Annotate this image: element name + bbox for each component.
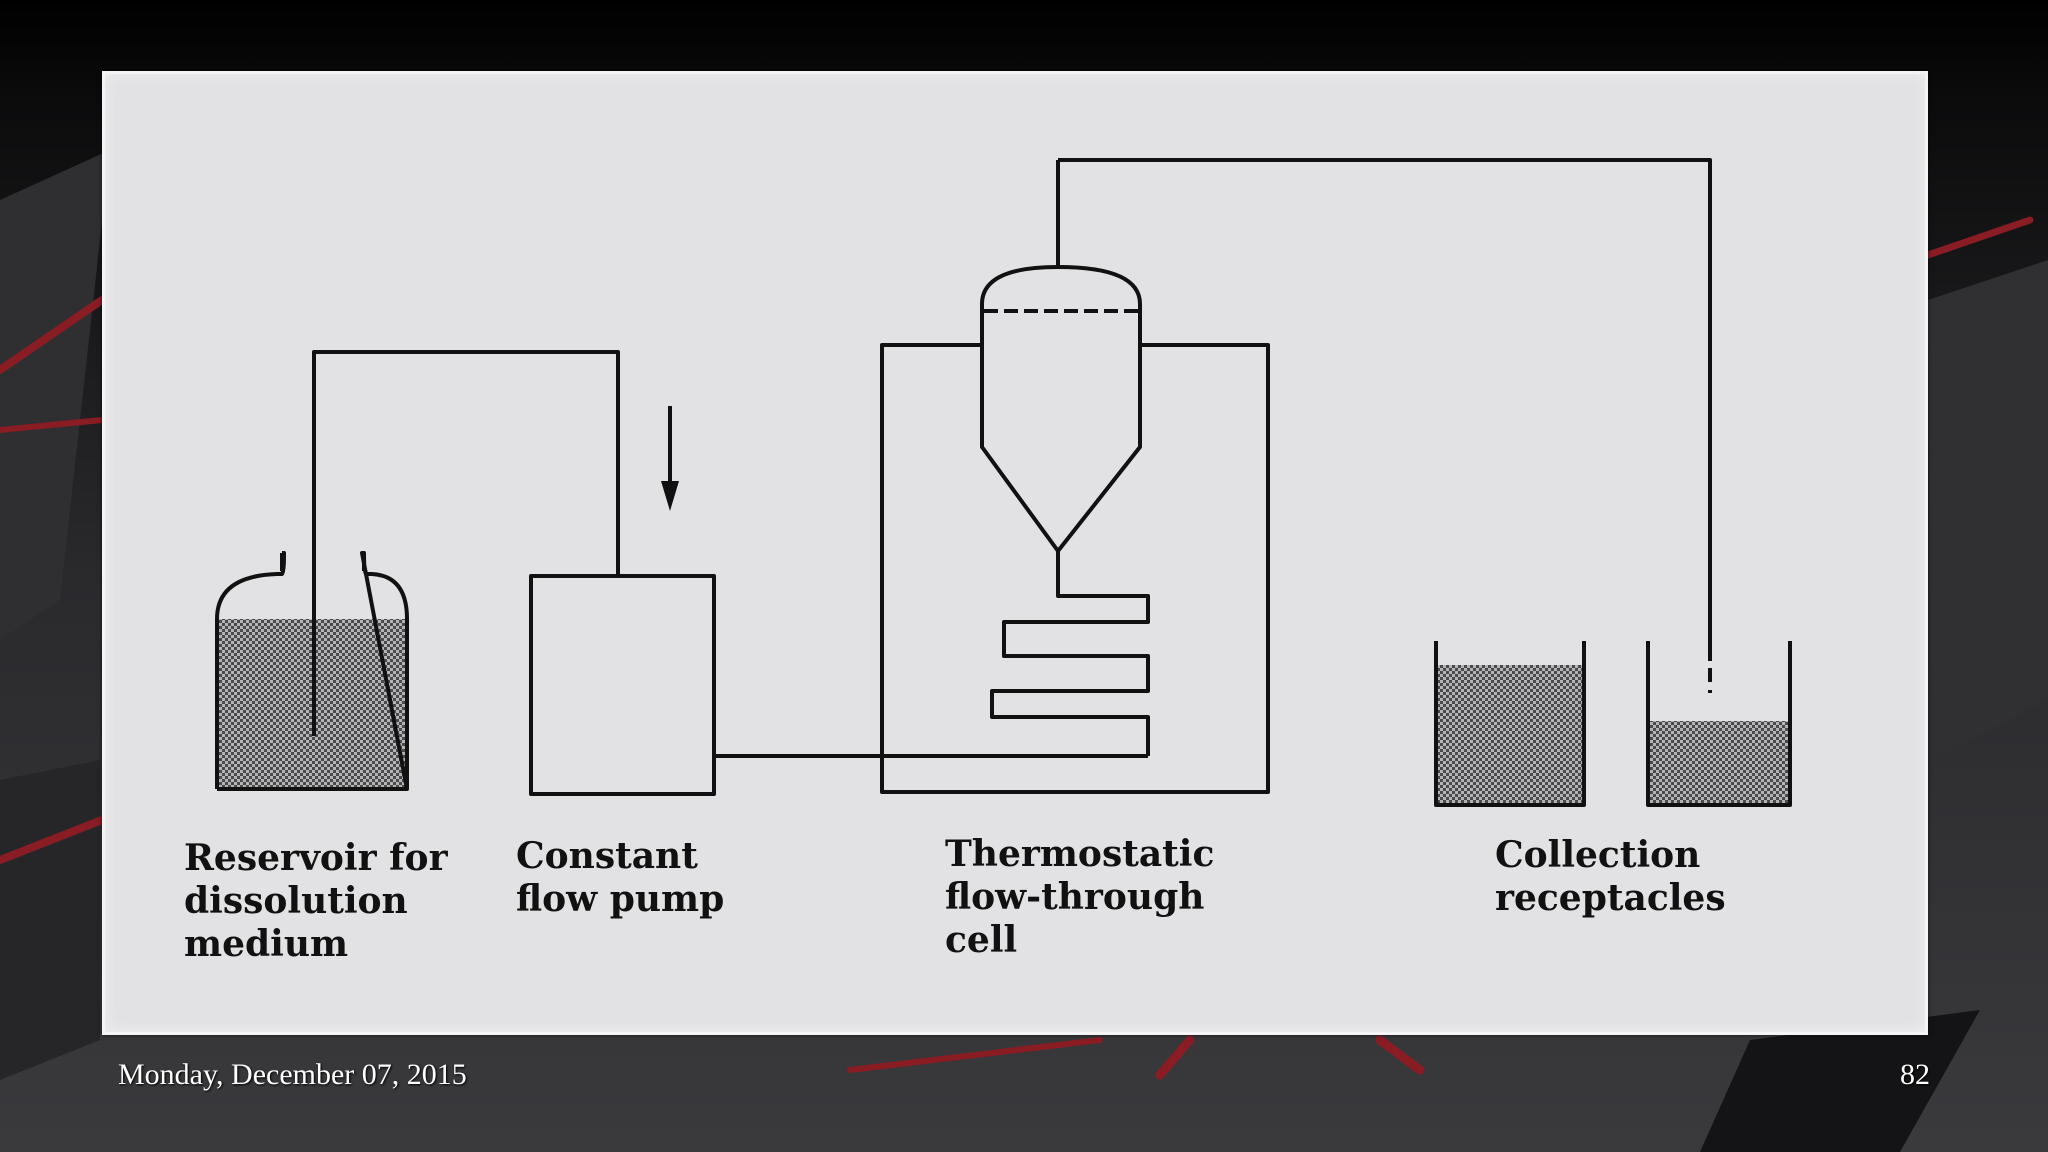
inlet-tube xyxy=(312,350,620,736)
slide-number: 82 xyxy=(1900,1058,1930,1091)
constant-flow-pump xyxy=(529,574,716,796)
outlet-tube xyxy=(1058,158,1712,693)
flow-through-cell xyxy=(980,160,1142,553)
heating-coil xyxy=(990,551,1150,756)
footer-date: Monday, December 07, 2015 xyxy=(118,1058,467,1091)
collection-receptacle-1 xyxy=(1434,641,1586,807)
flow-direction-arrow xyxy=(661,406,679,511)
label-reservoir: Reservoir for dissolution medium xyxy=(184,837,448,965)
dissolution-apparatus-diagram xyxy=(215,158,1792,807)
red-streak-decoration xyxy=(0,216,2034,1080)
collection-receptacle-2 xyxy=(1646,641,1792,807)
diagram-image: Reservoir for dissolution medium Constan… xyxy=(102,71,1928,1035)
label-flow-through-cell: Thermostatic flow-through cell xyxy=(945,833,1215,961)
label-collection-receptacles: Collection receptacles xyxy=(1495,834,1726,919)
label-constant-flow-pump: Constant flow pump xyxy=(516,835,725,920)
